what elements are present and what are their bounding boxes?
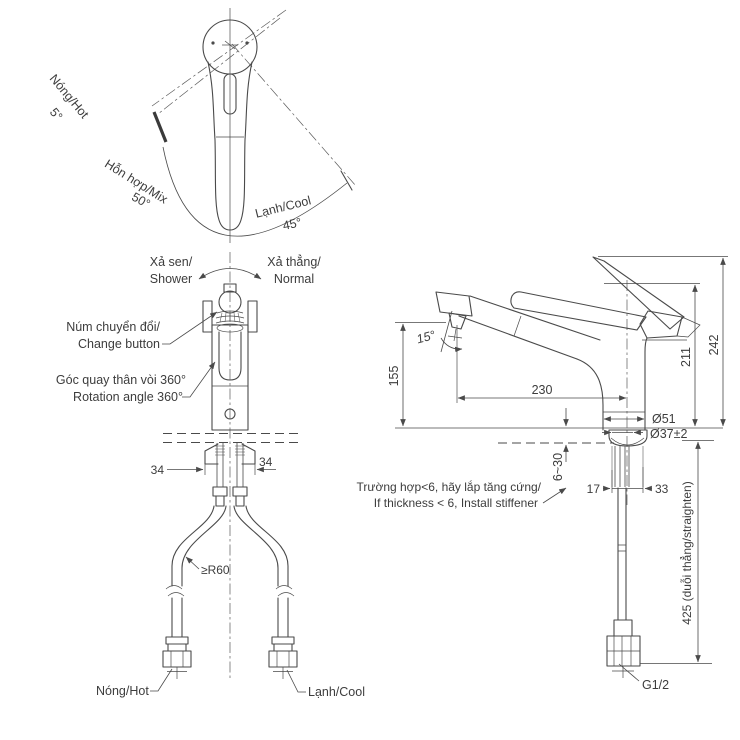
hose-length: 425 (duỗi thẳng/straighten) — [679, 481, 694, 624]
label-rotation-en: Rotation angle 360° — [73, 390, 183, 404]
dim-230: 230 — [532, 383, 553, 397]
label-hose-radius: ≥R60 — [201, 563, 230, 577]
angle-15: 15° — [415, 328, 437, 346]
dim-34-34: 34 34 — [151, 455, 276, 477]
dia-51-group: Ø51 — [603, 412, 676, 426]
label-hot-connector: Nóng/Hot — [96, 684, 149, 698]
dim-211: 211 — [679, 347, 693, 367]
dim-242: 242 — [707, 335, 721, 356]
label-rotation-vi: Góc quay thân vòi 360° — [56, 373, 186, 387]
angle-15-group: 15° — [415, 310, 463, 353]
dim-155: 155 — [387, 366, 401, 387]
cartridge-cap — [639, 310, 683, 339]
toggle-arrow — [198, 268, 262, 280]
side-view: 155 15° 230 211 242 Ø51 — [357, 256, 728, 692]
top-view-handle-rotation: Nóng/Hot 5° Hỗn hợp/Mix 50° Lạnh/Cool 45… — [47, 8, 357, 243]
label-cool: Lạnh/Cool — [254, 193, 313, 220]
hot-position-centerline — [151, 9, 287, 107]
dim-33: 33 — [655, 482, 669, 496]
supply-hoses — [162, 505, 298, 679]
label-normal-vi: Xả thẳng/ — [267, 254, 321, 269]
hot-5deg-tick — [152, 111, 168, 143]
dim-230-group: 230 — [456, 325, 627, 403]
dim-17: 17 — [587, 482, 601, 496]
label-cool-angle: 45° — [281, 215, 302, 233]
deck-thickness-group: 6~30 — [551, 408, 569, 481]
dim-242-group: 242 — [598, 256, 728, 427]
mounting-front — [204, 443, 256, 507]
lever-handle-lowered — [510, 291, 647, 331]
label-change-button-vi: Núm chuyển đổi/ — [66, 320, 160, 334]
label-change-button-en: Change button — [78, 337, 160, 351]
dim-34-left: 34 — [151, 463, 165, 477]
stiffener-note-en: If thickness < 6, Install stiffener — [374, 496, 538, 510]
stiffener-note-vi: Trường hợp<6, hãy lắp tăng cứng/ — [357, 479, 542, 494]
faucet-body-front — [202, 300, 258, 431]
pullout-hose — [606, 487, 641, 678]
label-cool-connector: Lạnh/Cool — [308, 685, 365, 699]
label-normal-en: Normal — [274, 272, 314, 286]
deck-range: 6~30 — [551, 453, 565, 481]
spray-head-front — [215, 283, 245, 333]
cool-position-centerline — [231, 43, 357, 187]
handle-top-outline — [202, 19, 258, 231]
rotation-arc — [162, 146, 348, 237]
dia-37: Ø37±2 — [650, 427, 687, 441]
dim-17-33-group: 17 33 — [587, 467, 669, 496]
dim-34-right: 34 — [259, 455, 273, 469]
dia-37-group: Ø37±2 — [602, 427, 687, 441]
pullout-spout — [435, 291, 601, 360]
lever-handle-raised — [592, 256, 685, 330]
label-shower-en: Shower — [150, 272, 192, 286]
front-view: Xả sen/ Shower Xả thẳng/ Normal — [56, 252, 365, 699]
dim-211-group: 211 — [604, 283, 700, 427]
thread-size: G1/2 — [642, 678, 669, 692]
label-hot-angle: 5° — [47, 105, 65, 123]
faucet-body-side — [576, 337, 648, 487]
label-shower-vi: Xả sen/ — [150, 255, 193, 269]
dia-51: Ø51 — [652, 412, 676, 426]
hose-length-group: 425 (duỗi thẳng/straighten) — [640, 440, 714, 664]
dim-155-group: 155 — [387, 322, 446, 427]
